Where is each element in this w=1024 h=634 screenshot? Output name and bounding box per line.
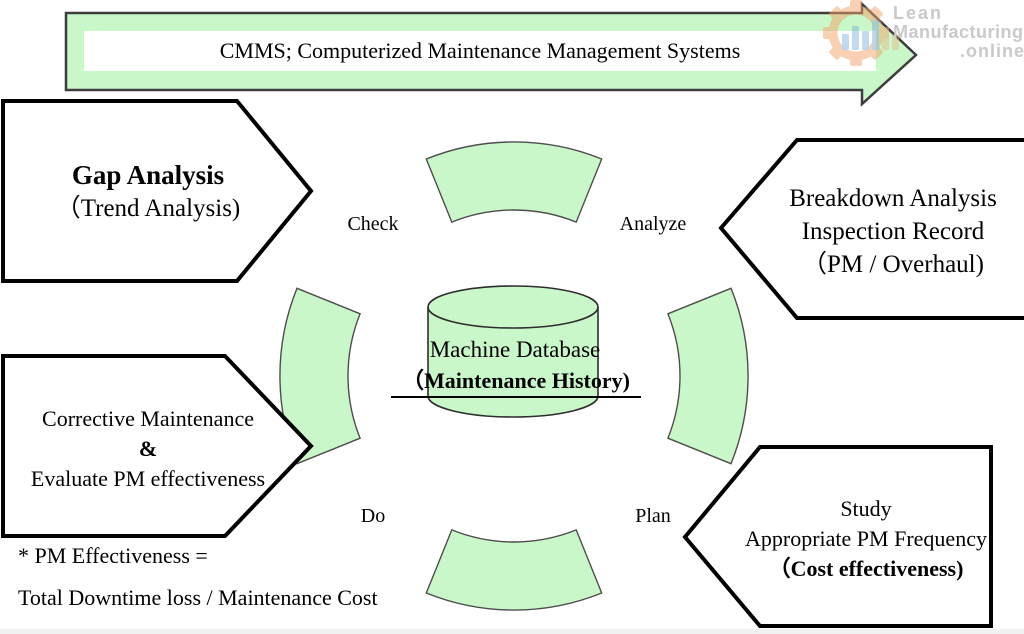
gap-analysis-line1: Gap Analysis bbox=[71, 160, 225, 190]
logo-text-lean: Lean bbox=[893, 3, 944, 23]
pm-effectiveness-footnote-line1: * PM Effectiveness = bbox=[18, 543, 208, 568]
study-line2: Appropriate PM Frequency bbox=[745, 526, 987, 551]
cycle-arc-left bbox=[279, 287, 362, 465]
breakdown-analysis-box-shape bbox=[718, 138, 1024, 320]
cycle-arc-top bbox=[425, 141, 603, 224]
database-label-line1: Machine Database bbox=[429, 337, 601, 362]
cmms-banner-title: CMMS; Computerized Maintenance Managemen… bbox=[219, 38, 741, 63]
cmms-banner-inner-box bbox=[84, 31, 876, 71]
corrective-line2: & bbox=[138, 436, 158, 461]
study-pm-frequency-box-text: Study Appropriate PM Frequency （Cost eff… bbox=[734, 494, 998, 584]
study-line3: （Cost effectiveness) bbox=[768, 556, 964, 581]
breakdown-line2: Inspection Record bbox=[801, 218, 985, 245]
cycle-label-check: Check bbox=[347, 213, 399, 235]
study-pm-frequency-box-shape bbox=[682, 445, 993, 628]
cycle-arc-right bbox=[666, 287, 749, 465]
corrective-maintenance-box-shape bbox=[1, 354, 314, 538]
breakdown-line3: （PM / Overhaul) bbox=[802, 251, 984, 278]
logo-wordmark: Lean Manufacturing .online bbox=[893, 4, 1024, 61]
database-label-line2: （Maintenance History) bbox=[391, 363, 641, 398]
gap-analysis-line2: （Trend Analysis) bbox=[55, 195, 241, 222]
corrective-line1: Corrective Maintenance bbox=[42, 406, 254, 431]
breakdown-analysis-box-text: Breakdown Analysis Inspection Record （PM… bbox=[762, 182, 1024, 281]
gap-analysis-box-shape bbox=[1, 99, 314, 283]
cycle-label-plan: Plan bbox=[635, 505, 671, 527]
gear-chart-icon bbox=[823, 0, 899, 66]
database-cylinder-body bbox=[427, 307, 599, 418]
logo-text-online: .online bbox=[960, 41, 1024, 61]
database-cylinder-top bbox=[427, 285, 599, 329]
pm-effectiveness-footnote-line2: Total Downtime loss / Maintenance Cost bbox=[18, 585, 378, 610]
study-line1: Study bbox=[840, 496, 892, 521]
corrective-maintenance-box-text: Corrective Maintenance & Evaluate PM eff… bbox=[4, 404, 292, 494]
breakdown-line1: Breakdown Analysis bbox=[789, 185, 997, 212]
page-bottom-edge bbox=[0, 629, 1024, 634]
corrective-line3: Evaluate PM effectiveness bbox=[30, 466, 266, 491]
cycle-arc-bottom bbox=[425, 528, 603, 611]
cycle-label-analyze: Analyze bbox=[619, 213, 687, 235]
logo-text-manufacturing: Manufacturing bbox=[893, 22, 1024, 42]
gap-analysis-box-text: Gap Analysis （Trend Analysis) bbox=[4, 158, 292, 225]
cycle-label-do: Do bbox=[360, 505, 386, 527]
lean-manufacturing-logo: Lean Manufacturing .online bbox=[812, 0, 1024, 72]
